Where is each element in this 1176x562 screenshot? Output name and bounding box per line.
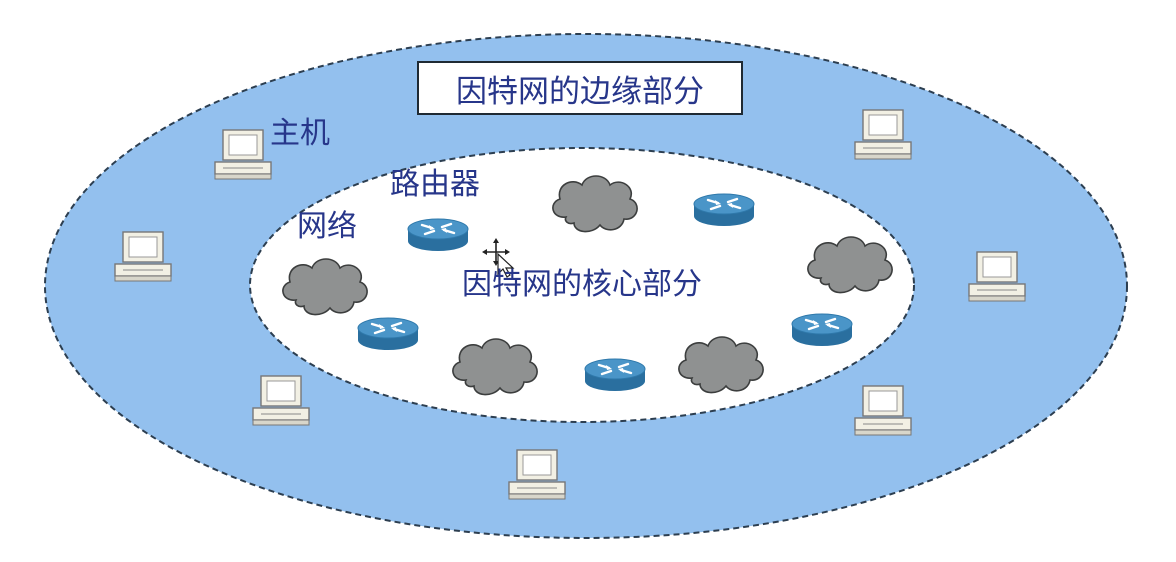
edge-title-box: 因特网的边缘部分 — [417, 61, 743, 115]
network-label: 网络 — [297, 209, 357, 244]
core-label: 因特网的核心部分 — [462, 267, 702, 302]
router-label: 路由器 — [390, 167, 480, 202]
host-icon — [968, 251, 1026, 302]
host-icon — [854, 385, 912, 436]
host-label: 主机 — [270, 116, 330, 151]
router-icon — [356, 316, 420, 352]
router-icon — [406, 217, 470, 253]
host-icon — [214, 129, 272, 180]
router-icon — [790, 312, 854, 348]
host-icon — [854, 109, 912, 160]
host-icon — [508, 449, 566, 500]
cursor-icon — [482, 238, 515, 278]
host-icon — [114, 231, 172, 282]
edge-label: 因特网的边缘部分 — [456, 73, 704, 110]
router-icon — [583, 357, 647, 393]
router-icon — [692, 192, 756, 228]
host-icon — [252, 375, 310, 426]
